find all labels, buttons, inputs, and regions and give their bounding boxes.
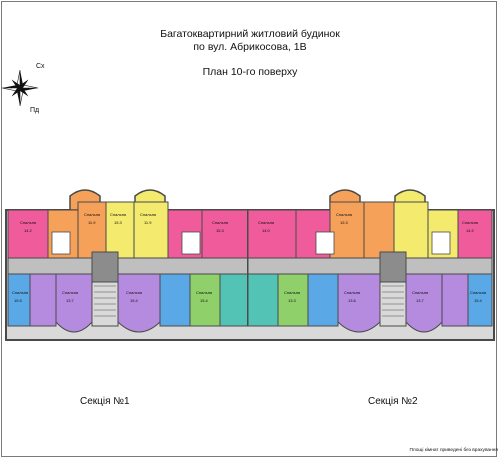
section-1-label: Секція №1 (80, 396, 130, 407)
room-area: 11.9 (88, 220, 96, 225)
room-label: Спальня (336, 212, 352, 217)
section-1-top (7, 189, 249, 259)
building-address: по вул. Абрикосова, 1В (193, 41, 307, 53)
compass-south-label: Пд (30, 107, 40, 114)
room-label: Спальня (20, 220, 36, 225)
room (7, 209, 49, 259)
room-area: 13.7 (416, 298, 425, 303)
footnote: Площі кімнат приведені без врахування (409, 448, 498, 453)
room-area: 14.0 (262, 228, 271, 233)
compass-rose-icon (2, 69, 39, 107)
section-1-bottom (7, 273, 249, 333)
room-label: Спальня (212, 220, 228, 225)
room-area: 14.2 (24, 228, 33, 233)
room-area: 15.3 (340, 220, 349, 225)
room-area: 15.3 (216, 228, 225, 233)
room-label: Спальня (196, 290, 212, 295)
room-area: 14.2 (466, 228, 475, 233)
room (133, 201, 169, 259)
room (201, 209, 249, 259)
room-area: 15.4 (474, 298, 483, 303)
room-label: Спальня (110, 212, 126, 217)
room-area: 15.4 (130, 298, 139, 303)
room-area: 15.4 (200, 298, 209, 303)
room-area: 13.7 (66, 298, 75, 303)
room-label: Спальня (126, 290, 142, 295)
floor-plan: Спальня 14.2 Спальня 11.9 Спальня 15.3 С… (5, 189, 495, 341)
room-label: Спальня (140, 212, 156, 217)
room-label: Спальня (344, 290, 360, 295)
room-area: 13.3 (288, 298, 297, 303)
room-area: 11.9 (144, 220, 152, 225)
room-label: Спальня (462, 220, 478, 225)
floor-plan-title: План 10-го поверху (202, 66, 298, 78)
compass-north-label: Сх (36, 63, 45, 70)
section-2-label: Секція №2 (368, 396, 418, 407)
room-area: 15.5 (14, 298, 23, 303)
corridor (7, 257, 249, 275)
room-labels: Спальня 14.2 Спальня 11.9 Спальня 15.3 С… (12, 212, 486, 303)
room-label: Спальня (412, 290, 428, 295)
room-label: Спальня (470, 290, 486, 295)
room-label: Спальня (84, 212, 100, 217)
room-label: Спальня (62, 290, 78, 295)
room-area: 13.6 (348, 298, 357, 303)
room-label: Спальня (258, 220, 274, 225)
room-area: 15.3 (114, 220, 123, 225)
elevator (91, 251, 119, 283)
room-label: Спальня (12, 290, 28, 295)
room (77, 201, 107, 259)
room-label: Спальня (284, 290, 300, 295)
building-title: Багатоквартирний житловий будинок (160, 28, 340, 40)
section-2-top (247, 189, 493, 259)
room (105, 201, 135, 259)
section-2-bottom (247, 273, 493, 333)
